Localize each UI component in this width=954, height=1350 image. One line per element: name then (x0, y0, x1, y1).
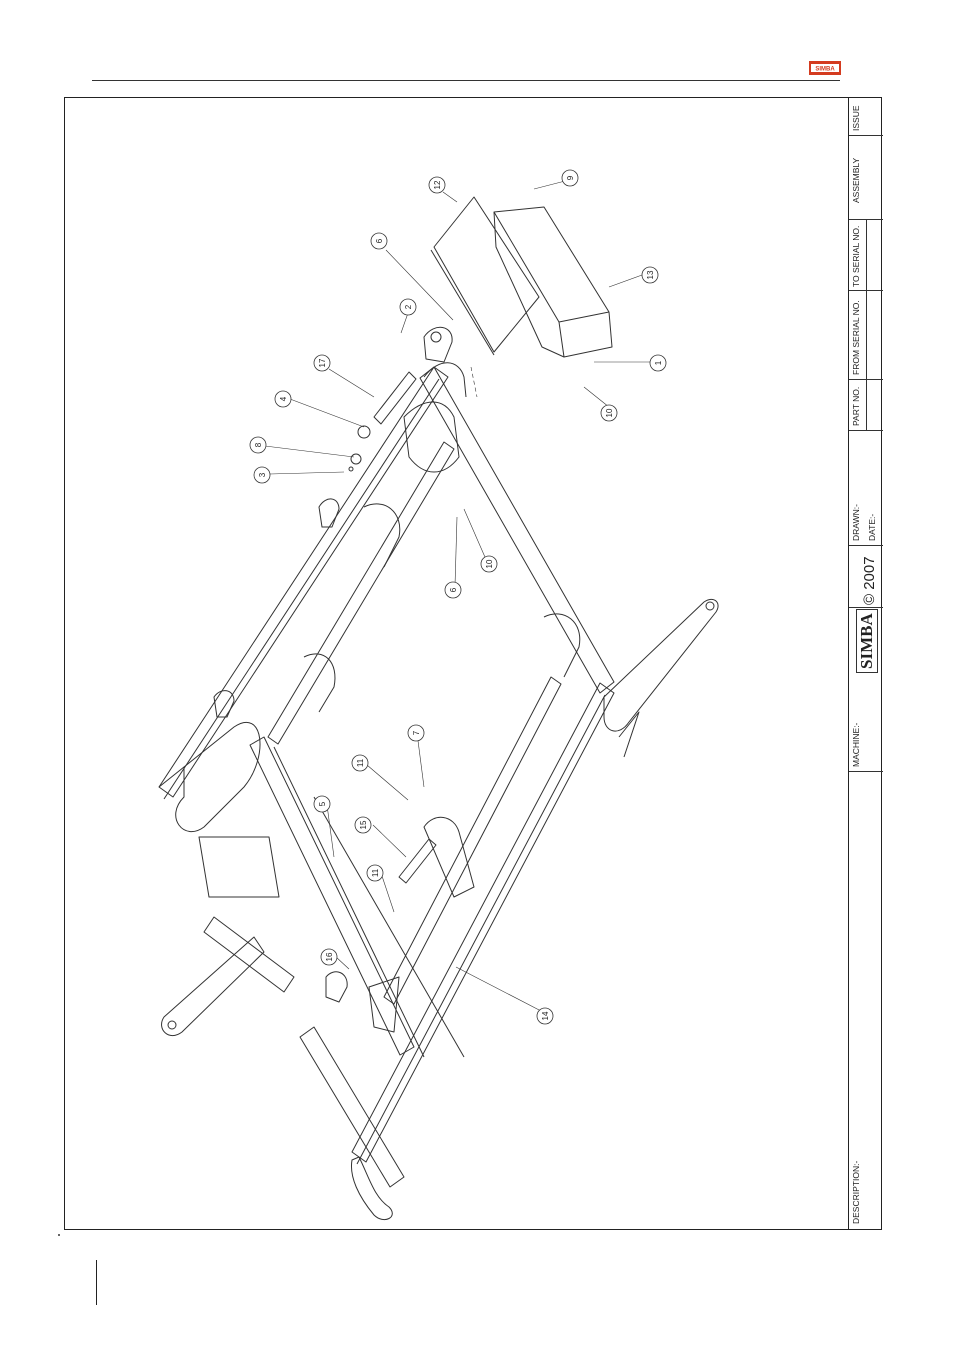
description-label: DESCRIPTION:- (851, 1161, 861, 1224)
callout-11: 11 (352, 755, 368, 771)
header-rule (92, 80, 840, 81)
simba-logo: SIMBA (808, 58, 842, 78)
issue-label: ISSUE (851, 105, 861, 131)
svg-text:5: 5 (318, 801, 327, 806)
callout-9: 9 (562, 170, 578, 186)
side-plate-front (404, 402, 459, 472)
svg-text:9: 9 (566, 175, 575, 180)
svg-text:2: 2 (404, 304, 413, 309)
svg-text:6: 6 (375, 238, 384, 243)
callout-1: 1 (650, 355, 666, 371)
svg-text:13: 13 (646, 270, 655, 279)
callout-16: 16 (321, 949, 337, 965)
callout-2: 2 (400, 299, 416, 315)
callout-13: 13 (642, 267, 658, 283)
margin-dot (58, 1234, 60, 1236)
support-plate (434, 197, 539, 352)
svg-text:1: 1 (654, 360, 663, 365)
callout-10-lower: 10 (481, 556, 497, 572)
assembly-label: ASSEMBLY (851, 158, 861, 203)
rear-left-plate (176, 722, 260, 831)
front-cross-member (420, 367, 614, 693)
title-block: ISSUE ASSEMBLY TO SERIAL NO. FROM SERIAL… (848, 97, 882, 1230)
callout-15: 15 (355, 817, 371, 833)
svg-text:16: 16 (325, 952, 334, 961)
callout-6: 6 (371, 233, 387, 249)
main-beam-right (352, 683, 614, 1162)
callout-14: 14 (537, 1008, 553, 1024)
logo-text: SIMBA (815, 67, 835, 73)
svg-text:11: 11 (356, 758, 365, 767)
svg-text:10: 10 (485, 559, 494, 568)
drawn-label: DRAWN:- (851, 504, 861, 541)
date-label: DATE:- (867, 514, 877, 541)
svg-text:7: 7 (412, 730, 421, 735)
svg-text:15: 15 (359, 820, 368, 829)
svg-text:6: 6 (449, 587, 458, 592)
frame-assembly-drawing: 12 9 6 13 2 1 17 10 4 8 3 6 10 7 11 5 15… (64, 97, 848, 1230)
svg-text:4: 4 (279, 396, 288, 401)
svg-text:10: 10 (605, 408, 614, 417)
rear-arm-left (162, 937, 264, 1036)
from-serial-label: FROM SERIAL NO. (851, 300, 861, 375)
svg-text:14: 14 (541, 1011, 550, 1020)
callout-6-lower: 6 (445, 582, 461, 598)
svg-text:17: 17 (318, 358, 327, 367)
callout-7: 7 (408, 725, 424, 741)
svg-text:8: 8 (254, 442, 263, 447)
rear-cross-member (250, 737, 414, 1055)
callout-11-lower: 11 (367, 865, 383, 881)
callout-3: 3 (254, 467, 270, 483)
svg-text:3: 3 (258, 472, 267, 477)
callout-17: 17 (314, 355, 330, 371)
callout-4: 4 (275, 391, 291, 407)
copyright-text: © 2007 (861, 556, 878, 605)
brand-mark: SIMBA (856, 609, 878, 673)
callout-8: 8 (250, 437, 266, 453)
callout-10: 10 (601, 405, 617, 421)
callout-12: 12 (429, 177, 445, 193)
part-no-label: PART NO. (851, 387, 861, 426)
right-arm-plate (604, 599, 718, 731)
svg-text:12: 12 (433, 180, 442, 189)
to-serial-label: TO SERIAL NO. (851, 226, 861, 287)
callout-5: 5 (314, 796, 330, 812)
binding-mark (96, 1260, 97, 1305)
svg-text:11: 11 (371, 868, 380, 877)
rear-tail (351, 1157, 392, 1220)
machine-label: MACHINE:- (851, 723, 861, 767)
storage-box (494, 207, 609, 322)
